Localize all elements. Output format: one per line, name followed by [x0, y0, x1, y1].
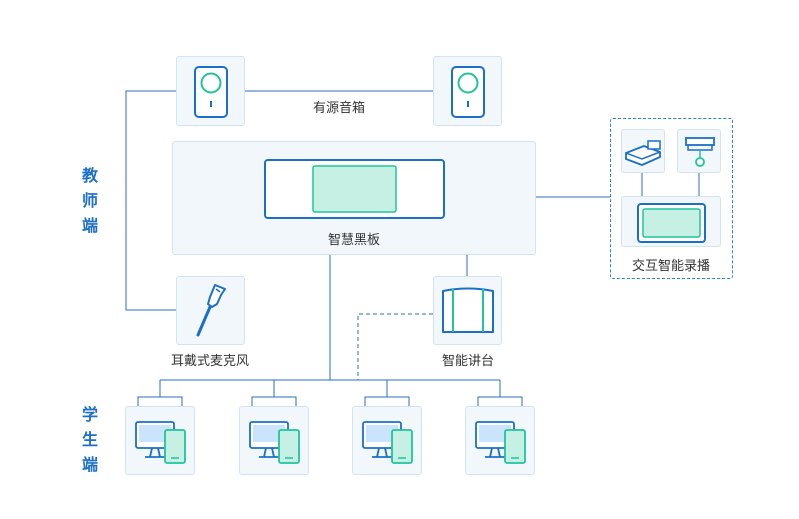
desktop-tablet-icon [135, 421, 186, 464]
projector-icon [625, 140, 661, 166]
speakers-label: 有源音箱 [312, 101, 365, 116]
speaker-icon [194, 66, 228, 118]
touch-screen-box [621, 196, 721, 247]
smart-blackboard-box [172, 141, 536, 255]
student-terminal-2 [239, 406, 309, 475]
speaker-icon [451, 66, 485, 118]
blackboard-icon [264, 159, 445, 219]
student-terminal-4 [465, 406, 535, 475]
speaker-left-box [176, 56, 245, 126]
student-terminal-3 [352, 406, 422, 475]
smart-blackboard-label: 智慧黑板 [327, 233, 380, 248]
desktop-tablet-icon [249, 421, 300, 464]
desktop-tablet-icon [362, 421, 413, 464]
camera-box [677, 129, 721, 173]
interactive-recording-group [610, 118, 733, 279]
student-side-label: 学生端 [81, 405, 98, 474]
teacher-side-label: 教师端 [81, 166, 98, 235]
interactive-recording-label: 交互智能录播 [631, 259, 710, 274]
microphone-icon [196, 284, 226, 337]
speaker-right-box [433, 56, 502, 126]
ceiling-camera-icon [685, 137, 715, 167]
headset-mic-box [176, 276, 245, 345]
podium-icon [442, 287, 494, 333]
projector-box [621, 129, 665, 173]
desktop-tablet-icon [475, 421, 526, 464]
smart-podium-label: 智能讲台 [441, 354, 494, 369]
touch-screen-icon [637, 203, 706, 243]
student-terminal-1 [125, 406, 195, 475]
smart-podium-box [433, 276, 502, 345]
headset-mic-label: 耳戴式麦克风 [170, 354, 249, 369]
